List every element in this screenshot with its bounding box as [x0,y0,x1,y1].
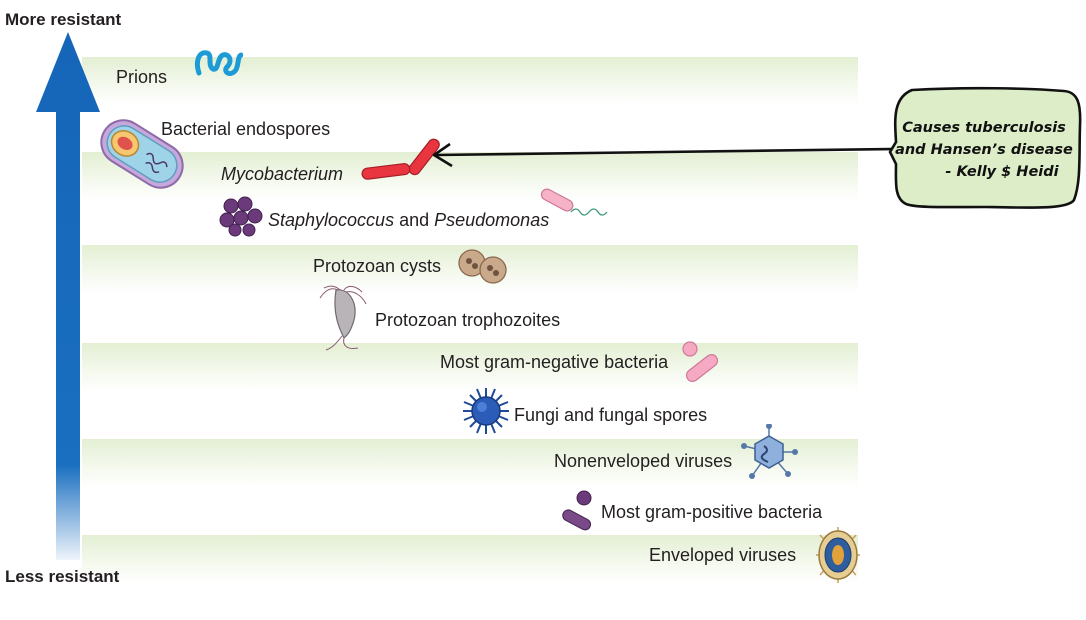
endospore-icon [100,119,184,189]
and-text: and [394,210,435,230]
prion-icon [194,50,243,76]
resistance-band [82,439,858,487]
prions-label: Prions [116,67,168,87]
protozoan-cyst-icon [458,249,507,284]
resistance-band [82,535,858,583]
annotation-line-2: and Hansen’s disease [895,142,1073,158]
callout-bubble [888,86,1082,209]
trophozoite-icon [319,285,367,351]
resistance-band [82,343,858,391]
resistance-band [82,152,858,200]
annotation-line-3: - Kelly $ Heidi [945,164,1059,180]
annotation-callout: Causes tuberculosis and Hansen’s disease… [886,86,1082,210]
mycobacterium-icon [361,138,440,180]
fungal-spore-icon [463,388,509,434]
gram-positive-label: Most gram-positive bacteria [601,502,823,522]
staph-pseudomonas-label: Staphylococcus and Pseudomonas [268,211,549,229]
pseudomonas-text: Pseudomonas [434,210,550,230]
pseudomonas-icon [540,188,608,216]
annotation-line-1: Causes tuberculosis [902,120,1066,136]
staphylococcus-icon [219,196,263,237]
enveloped-virus-icon [816,527,860,583]
protozoan-cysts-label: Protozoan cysts [313,256,442,276]
more-resistant-label: More resistant [5,10,122,29]
gram-negative-icon [682,341,719,382]
mycobacterium-label: Mycobacterium [221,164,344,184]
endospores-label: Bacterial endospores [161,119,331,139]
fungi-label: Fungi and fungal spores [514,405,708,425]
gram-positive-icon [562,490,592,531]
resistance-arrow [36,32,100,560]
trophozoites-label: Protozoan trophozoites [375,310,561,330]
enveloped-label: Enveloped viruses [649,545,797,565]
nonenveloped-label: Nonenveloped viruses [554,451,733,471]
annotation-arrow [432,142,893,168]
less-resistant-label: Less resistant [5,567,120,586]
nonenveloped-virus-icon [741,424,798,479]
staphylococcus-text: Staphylococcus [268,210,395,230]
gram-negative-label: Most gram-negative bacteria [440,352,669,372]
